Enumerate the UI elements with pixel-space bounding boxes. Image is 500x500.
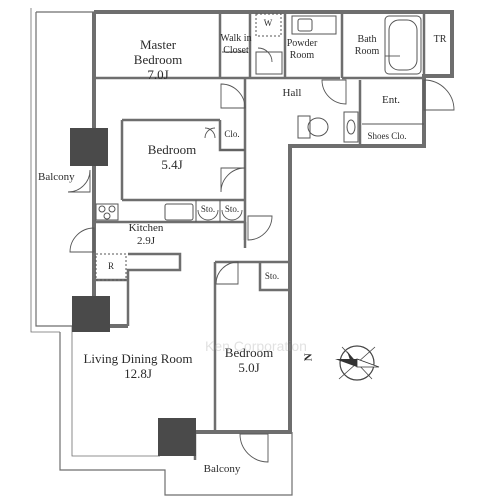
kitchen-sink-icon	[164, 203, 194, 221]
powder-sink-basin	[297, 18, 313, 32]
closet-label: Clo.	[224, 129, 240, 139]
storage-1-label: Sto.	[200, 204, 216, 214]
bedroom-3-label: Bedroom 5.0J	[224, 345, 274, 375]
hall-label: Hall	[282, 87, 302, 99]
washer-label: W	[263, 18, 273, 28]
balcony-west-label: Balcony	[38, 171, 75, 183]
balcony-south-outline	[59, 326, 293, 496]
shoes-closet-label: Shoes Clo.	[367, 131, 407, 141]
pillars	[70, 128, 196, 456]
bathtub-icon	[384, 15, 422, 75]
balcony-west-outline	[30, 8, 95, 333]
balcony-south-label: Balcony	[203, 463, 241, 475]
washer-icon	[255, 13, 282, 37]
bedroom-2-label: Bedroom 5.4J	[147, 142, 197, 172]
stove-icon	[95, 203, 119, 221]
door-swings	[67, 47, 455, 463]
trunk-room-label: TR	[433, 34, 447, 45]
walk-in-closet-label: Walk in Closet	[220, 33, 252, 56]
powder-toilet	[255, 51, 283, 75]
storage-2-label: Sto.	[224, 204, 240, 214]
powder-room-label: Powder Room	[286, 38, 318, 61]
kitchen-label: Kitchen 2.9J	[128, 222, 164, 247]
entrance-label: Ent.	[381, 94, 401, 106]
powder-sink-counter	[291, 15, 337, 35]
fixtures	[95, 13, 424, 281]
watermark: Ken Corporation	[205, 338, 307, 354]
hall-sink-icon	[343, 111, 359, 143]
compass-icon: N	[303, 337, 385, 387]
compass-north-label: N	[302, 353, 315, 362]
master-bedroom-label: Master Bedroom 7.0J	[133, 37, 183, 82]
living-dining-room-label: Living Dining Room 12.8J	[83, 351, 193, 381]
toilet-icon	[297, 115, 311, 139]
storage-3-label: Sto.	[264, 271, 280, 281]
bath-room-label: Bath Room	[354, 34, 380, 57]
refrigerator-label: R	[107, 261, 115, 271]
